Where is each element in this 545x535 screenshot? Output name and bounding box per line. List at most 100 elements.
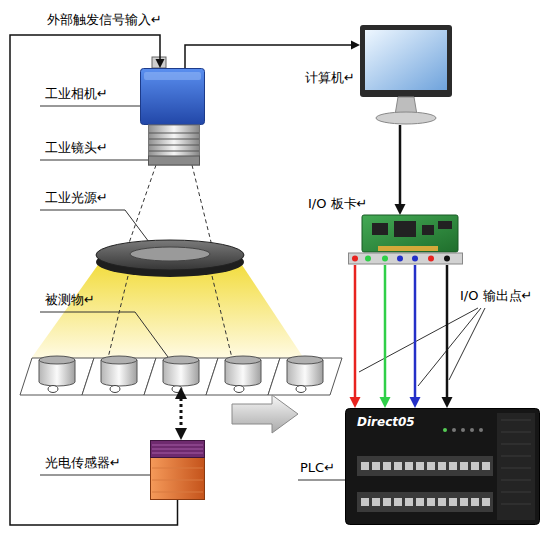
connector bbox=[354, 265, 357, 398]
cup bbox=[39, 356, 75, 386]
leader-line bbox=[40, 106, 140, 107]
leader-line bbox=[298, 480, 345, 481]
lens-body bbox=[149, 125, 200, 165]
device-label: 工业光源↵ bbox=[45, 190, 108, 206]
terminal bbox=[405, 462, 413, 470]
cup bbox=[225, 356, 261, 386]
device-label: 工业镜头↵ bbox=[45, 140, 108, 156]
lens-ring bbox=[149, 139, 199, 140]
connector bbox=[446, 265, 449, 398]
camera-body bbox=[141, 69, 205, 125]
arrowhead bbox=[156, 59, 165, 68]
node-shape bbox=[360, 25, 452, 125]
other-cups bbox=[39, 356, 323, 386]
plc-rib bbox=[501, 480, 531, 481]
lens-ring bbox=[149, 145, 199, 146]
node-shape bbox=[348, 215, 463, 265]
terminal bbox=[482, 462, 490, 470]
terminal bbox=[471, 462, 479, 470]
arrowhead bbox=[175, 387, 187, 399]
plc-rib bbox=[501, 432, 531, 433]
terminal bbox=[427, 498, 435, 506]
plc-led bbox=[461, 428, 465, 432]
leader-line bbox=[359, 308, 478, 372]
device-label: PLC↵ bbox=[300, 460, 335, 476]
port bbox=[428, 256, 434, 262]
plc-led bbox=[443, 428, 447, 432]
port bbox=[412, 256, 418, 262]
beam-line bbox=[128, 165, 156, 246]
leader-line bbox=[449, 308, 485, 380]
sensor-line bbox=[152, 492, 203, 493]
device-label: 工业相机↵ bbox=[45, 86, 108, 102]
monitor-screen bbox=[365, 30, 447, 90]
sensor-body bbox=[151, 456, 205, 500]
port bbox=[352, 256, 358, 262]
terminal bbox=[460, 498, 468, 506]
industrial-lens: 工业镜头↵ bbox=[148, 125, 200, 165]
plc-housing bbox=[346, 409, 540, 525]
connector bbox=[399, 125, 402, 205]
connector bbox=[414, 265, 417, 398]
ring-light: 工业光源↵ bbox=[95, 238, 245, 278]
node-shape bbox=[150, 440, 205, 500]
industrial-camera: 工业相机↵ bbox=[140, 68, 205, 125]
terminal bbox=[449, 462, 457, 470]
arrowhead bbox=[380, 397, 391, 408]
sensor-line bbox=[152, 480, 203, 481]
terminal-strip bbox=[357, 456, 493, 476]
connector bbox=[185, 45, 352, 68]
chip bbox=[422, 225, 434, 235]
plc-rib bbox=[501, 504, 531, 505]
node-shape bbox=[345, 408, 540, 525]
port bbox=[444, 256, 450, 262]
ring-hole bbox=[130, 247, 210, 261]
terminal bbox=[471, 498, 479, 506]
plc: PLC↵ bbox=[345, 408, 540, 525]
terminal bbox=[361, 462, 369, 470]
port bbox=[382, 256, 388, 262]
cell-mark bbox=[48, 386, 58, 393]
plc-rib bbox=[501, 420, 531, 421]
connector bbox=[180, 398, 183, 429]
terminal bbox=[383, 462, 391, 470]
plc-rib bbox=[501, 444, 531, 445]
lens-ring bbox=[149, 151, 199, 152]
cup bbox=[287, 356, 323, 386]
terminal bbox=[372, 462, 380, 470]
port bbox=[365, 256, 371, 262]
card-bracket bbox=[349, 253, 463, 264]
node-shape bbox=[161, 355, 201, 387]
cell-mark bbox=[296, 386, 306, 393]
cup-top bbox=[163, 356, 199, 364]
sensor-stripe bbox=[152, 453, 203, 454]
chip bbox=[372, 223, 388, 235]
pcb bbox=[362, 215, 458, 252]
leader-line bbox=[418, 308, 481, 386]
motion-arrow bbox=[232, 395, 298, 433]
plc-rib bbox=[501, 456, 531, 457]
connector-group bbox=[395, 125, 406, 215]
cup bbox=[101, 356, 137, 386]
beam-line bbox=[212, 276, 232, 358]
lens-ring bbox=[149, 133, 199, 134]
device-label: 被测物↵ bbox=[45, 292, 95, 308]
sensor-stripe bbox=[152, 445, 203, 446]
photoelectric-sensor: 光电传感器↵ bbox=[150, 440, 205, 500]
leader-line bbox=[40, 160, 148, 161]
cell-marks bbox=[48, 386, 306, 393]
terminal bbox=[438, 498, 446, 506]
terminal bbox=[449, 498, 457, 506]
arrowhead bbox=[351, 41, 360, 50]
device-label: I/O 板卡↵ bbox=[308, 196, 367, 212]
gold-fingers bbox=[378, 246, 438, 251]
camera-connector bbox=[152, 57, 166, 68]
chip bbox=[438, 221, 452, 229]
terminal bbox=[372, 498, 380, 506]
signal-label: 外部触发信号输入↵ bbox=[45, 12, 164, 28]
leader-line bbox=[40, 475, 150, 476]
terminal bbox=[427, 462, 435, 470]
monitor-base bbox=[376, 112, 436, 124]
